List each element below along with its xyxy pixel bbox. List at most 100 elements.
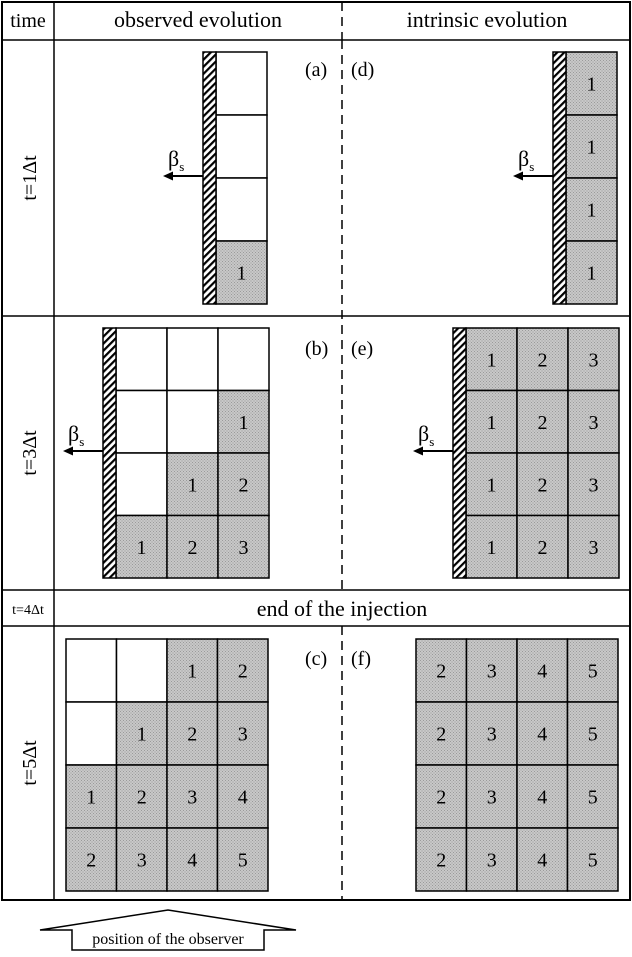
empty-cell xyxy=(115,327,168,392)
cell-label: 2 xyxy=(436,850,446,872)
filled-cell xyxy=(215,240,268,305)
panel-label-f: (f) xyxy=(351,648,371,670)
panel-label-b: (b) xyxy=(305,338,328,360)
intrinsic-evolution-header: intrinsic evolution xyxy=(407,7,568,32)
hatched-wall xyxy=(202,51,217,305)
cell-label: 1 xyxy=(487,349,497,371)
end-of-injection-label: end of the injection xyxy=(257,596,427,621)
filled-cell xyxy=(217,452,270,517)
filled-cell xyxy=(567,452,620,517)
cell-label: 3 xyxy=(137,850,147,872)
panel-label-c: (c) xyxy=(305,648,327,670)
filled-cell xyxy=(516,638,569,703)
cell-label: 1 xyxy=(188,474,198,496)
cell-label: 2 xyxy=(239,474,249,496)
cell-label: 3 xyxy=(589,537,599,559)
filled-cell xyxy=(567,514,620,579)
filled-cell xyxy=(516,827,569,892)
empty-cell xyxy=(115,452,168,517)
row-time-label: t=5Δt xyxy=(19,740,41,786)
cell-label: 2 xyxy=(188,537,198,559)
cell-label: 3 xyxy=(487,661,497,683)
velocity-label: βs xyxy=(418,421,434,449)
panel-label-d: (d) xyxy=(351,59,374,81)
cell-label: 4 xyxy=(537,850,547,872)
empty-cell xyxy=(215,177,268,242)
cell-label: 2 xyxy=(436,661,446,683)
cell-label: 3 xyxy=(589,412,599,434)
cell-label: 5 xyxy=(588,661,598,683)
empty-cell xyxy=(215,114,268,179)
row-time-label: t=4Δt xyxy=(12,603,44,618)
empty-cell xyxy=(65,638,118,703)
panel-label-a: (a) xyxy=(305,59,327,81)
cell-label: 1 xyxy=(487,537,497,559)
filled-cell xyxy=(516,327,569,392)
filled-cell xyxy=(166,638,219,703)
filled-cell xyxy=(217,514,270,579)
filled-cell xyxy=(516,452,569,517)
filled-cell xyxy=(516,764,569,829)
filled-cell xyxy=(415,638,468,703)
filled-cell xyxy=(566,701,619,766)
filled-cell xyxy=(166,452,219,517)
filled-cell xyxy=(566,827,619,892)
filled-cell xyxy=(216,764,269,829)
filled-cell xyxy=(216,701,269,766)
filled-cell xyxy=(216,638,269,703)
cell-label: 1 xyxy=(487,412,497,434)
cell-label: 2 xyxy=(538,537,548,559)
cell-label: 2 xyxy=(538,349,548,371)
hatched-wall xyxy=(102,327,117,579)
filled-cell xyxy=(565,177,618,242)
empty-cell xyxy=(166,389,219,454)
cell-label: 2 xyxy=(538,474,548,496)
cell-label: 4 xyxy=(187,850,197,872)
filled-cell xyxy=(166,701,219,766)
filled-cell xyxy=(166,514,219,579)
cell-label: 3 xyxy=(487,724,497,746)
filled-cell xyxy=(465,701,518,766)
cell-label: 1 xyxy=(86,787,96,809)
empty-cell xyxy=(115,389,168,454)
cell-label: 2 xyxy=(137,787,147,809)
cell-label: 3 xyxy=(487,787,497,809)
cell-label: 3 xyxy=(589,474,599,496)
filled-cell xyxy=(415,827,468,892)
observer-arrow xyxy=(39,909,297,951)
filled-cell xyxy=(115,827,168,892)
cell-label: 1 xyxy=(239,412,249,434)
velocity-arrowhead xyxy=(413,446,423,456)
filled-cell xyxy=(415,701,468,766)
cell-label: 3 xyxy=(238,724,248,746)
velocity-label: βs xyxy=(168,146,184,174)
observed-evolution-header: observed evolution xyxy=(114,7,282,32)
empty-cell xyxy=(166,327,219,392)
filled-cell xyxy=(516,514,569,579)
velocity-arrowhead xyxy=(513,171,523,181)
cell-label: 1 xyxy=(487,474,497,496)
velocity-label: βs xyxy=(68,421,84,449)
cell-label: 2 xyxy=(238,661,248,683)
filled-cell xyxy=(567,327,620,392)
cell-label: 1 xyxy=(587,74,597,96)
cell-label: 3 xyxy=(187,787,197,809)
cell-label: 4 xyxy=(537,661,547,683)
filled-cell xyxy=(565,240,618,305)
observer-label: position of the observer xyxy=(92,931,244,948)
filled-cell xyxy=(166,827,219,892)
cell-label: 4 xyxy=(238,787,248,809)
cell-label: 2 xyxy=(436,787,446,809)
cell-label: 4 xyxy=(537,787,547,809)
cell-label: 5 xyxy=(238,850,248,872)
filled-cell xyxy=(565,51,618,116)
cell-label: 1 xyxy=(237,263,247,285)
cell-label: 4 xyxy=(537,724,547,746)
filled-cell xyxy=(465,638,518,703)
cell-label: 2 xyxy=(538,412,548,434)
cell-label: 2 xyxy=(436,724,446,746)
